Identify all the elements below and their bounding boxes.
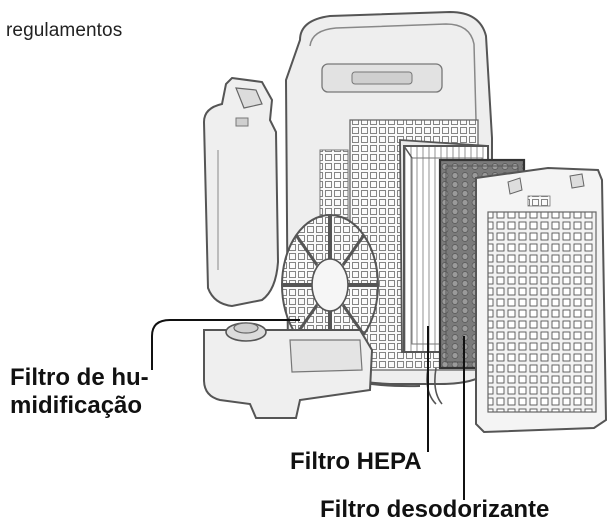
leader-lines bbox=[151, 319, 465, 500]
label-humidification-text: Filtro de hu- midificação bbox=[10, 364, 149, 419]
label-hepa-filter: Filtro HEPA bbox=[290, 448, 422, 475]
label-deodorizing-filter: Filtro desodorizante bbox=[320, 496, 550, 523]
intro-text: regulamentos bbox=[6, 20, 123, 41]
label-humidification-filter: Filtro de hu- midificação bbox=[10, 364, 200, 420]
front-panel bbox=[475, 166, 608, 434]
humidifier-tray bbox=[203, 322, 374, 419]
water-tank bbox=[202, 76, 280, 308]
leader-line-humidification bbox=[151, 319, 300, 370]
